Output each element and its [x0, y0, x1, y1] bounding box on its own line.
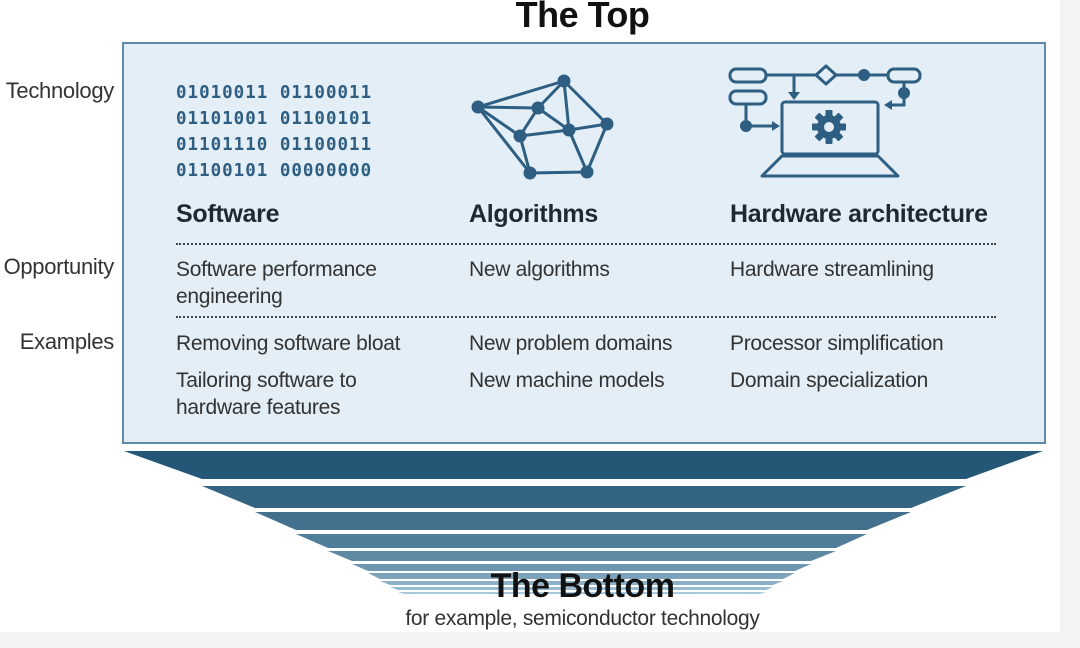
binary-code-icon: 01010011 01100011 01101001 01100101 0110…	[176, 80, 372, 184]
funnel-band	[352, 564, 811, 571]
binary-line: 01100101 00000000	[176, 161, 373, 181]
title-bottom: The Bottom	[490, 567, 675, 605]
column-heading-hardware: Hardware architecture	[730, 200, 988, 228]
funnel-band	[380, 581, 783, 585]
title-top: The Top	[515, 0, 650, 35]
network-graph-icon	[471, 74, 614, 180]
row-label-opportunity: Opportunity	[3, 254, 115, 279]
subtitle-bottom: for example, semiconductor technology	[405, 607, 760, 630]
diagram-canvas: The Top Technology Opportunity Examples …	[0, 0, 1060, 632]
funnel-band	[368, 573, 795, 579]
funnel-band	[124, 451, 1043, 479]
funnel-band	[398, 592, 766, 594]
example-hardware-1: Processor simplification	[730, 332, 944, 355]
funnel-band	[255, 512, 911, 530]
opportunity-software: Software performance engineering	[176, 258, 377, 308]
example-software-2: Tailoring software to hardware features	[176, 369, 357, 419]
divider-line	[176, 316, 996, 318]
funnel-band	[390, 587, 773, 590]
binary-line: 01101001 01100101	[176, 109, 373, 129]
binary-line: 01010011 01100011	[176, 83, 373, 103]
funnel-graphic	[124, 451, 1043, 594]
row-label-technology: Technology	[5, 78, 115, 103]
funnel-band	[202, 486, 966, 508]
laptop-flowchart-gear-icon	[728, 64, 922, 178]
opportunity-algorithms: New algorithms	[469, 258, 610, 281]
example-algorithms-2: New machine models	[469, 369, 665, 392]
example-hardware-2: Domain specialization	[730, 369, 928, 392]
funnel-band	[328, 551, 836, 561]
example-algorithms-1: New problem domains	[469, 332, 673, 355]
row-label-examples: Examples	[19, 329, 115, 354]
binary-line: 01101110 01100011	[176, 135, 373, 155]
column-heading-software: Software	[176, 200, 280, 228]
example-software-1: Removing software bloat	[176, 332, 401, 355]
column-heading-algorithms: Algorithms	[469, 200, 598, 228]
divider-line	[176, 243, 996, 245]
funnel-band	[296, 534, 867, 548]
opportunity-hardware: Hardware streamlining	[730, 258, 934, 281]
